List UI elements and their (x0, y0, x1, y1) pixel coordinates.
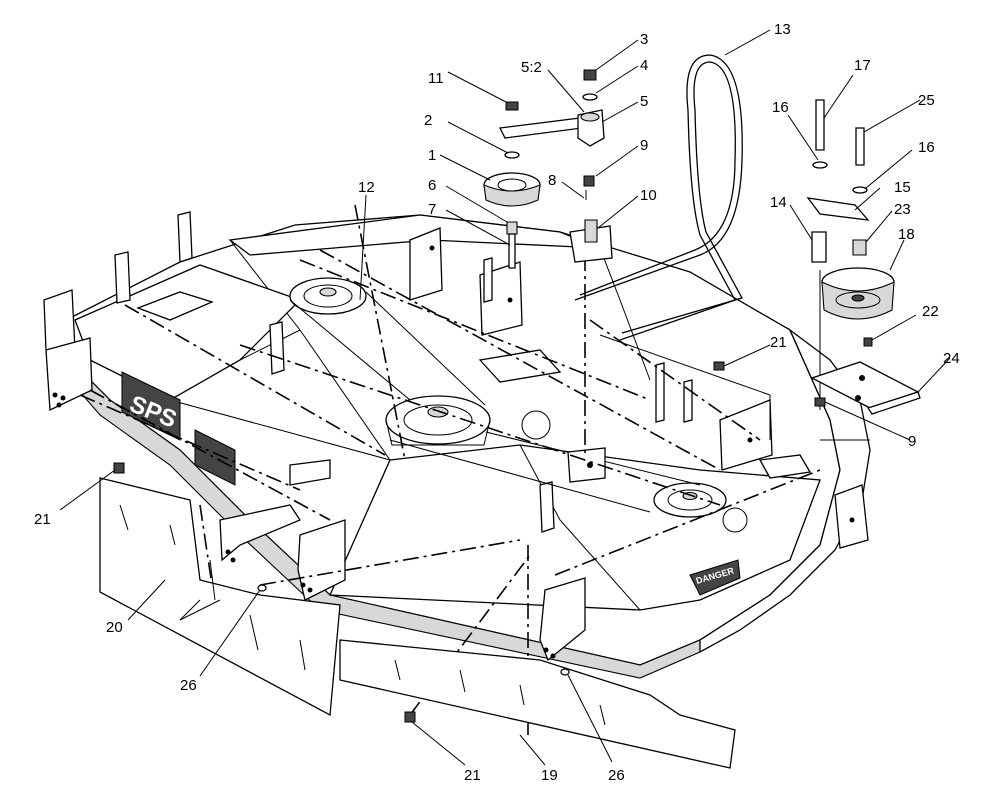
callout-25: 25 (918, 92, 935, 109)
callout-10: 10 (640, 187, 657, 204)
callout-16-left: 16 (772, 99, 789, 116)
callout-7: 7 (428, 201, 436, 218)
leader-lines (59, 29, 951, 766)
callout-21-bottom: 21 (464, 767, 481, 784)
callout-20: 20 (106, 619, 123, 636)
callout-22: 22 (922, 303, 939, 320)
callout-2: 2 (424, 112, 432, 129)
callout-13: 13 (774, 21, 791, 38)
deck-pulleys (289, 277, 748, 533)
callout-11: 11 (428, 70, 444, 87)
callout-6: 6 (428, 177, 436, 194)
callout-24: 24 (943, 350, 960, 367)
callout-4: 4 (640, 57, 648, 74)
idler-assembly (483, 69, 613, 269)
callout-26-right: 26 (608, 767, 625, 784)
front-baffle-right (339, 639, 736, 769)
callout-18: 18 (898, 226, 915, 243)
front-baffle-left (99, 462, 341, 717)
callout-21-upper: 21 (770, 334, 787, 351)
callout-8: 8 (548, 172, 556, 189)
callout-5-2: 5:2 (521, 59, 542, 76)
callout-19: 19 (541, 767, 558, 784)
assembly-center-lines (79, 204, 870, 735)
callout-3: 3 (640, 31, 648, 48)
callout-26-left: 26 (180, 677, 197, 694)
drive-belt (574, 54, 743, 341)
left-spindle-pulley (289, 277, 367, 315)
callout-17: 17 (854, 57, 871, 74)
callout-labels: 11 2 1 6 7 5:2 3 4 5 9 8 10 12 13 17 25 … (34, 21, 960, 784)
callout-5: 5 (640, 93, 648, 110)
callout-15: 15 (894, 179, 911, 196)
deck-brackets (43, 211, 869, 662)
callout-23: 23 (894, 201, 911, 218)
callout-14: 14 (770, 194, 787, 211)
center-spindle-pulley (385, 395, 491, 446)
callout-9-right: 9 (908, 433, 916, 450)
callout-1: 1 (428, 147, 436, 164)
callout-21-left: 21 (34, 511, 51, 528)
right-idler-assembly (713, 99, 921, 415)
callout-12: 12 (358, 179, 375, 196)
callout-16-right: 16 (918, 139, 935, 156)
callout-9-top: 9 (640, 137, 648, 154)
right-spindle-pulley (653, 482, 727, 518)
